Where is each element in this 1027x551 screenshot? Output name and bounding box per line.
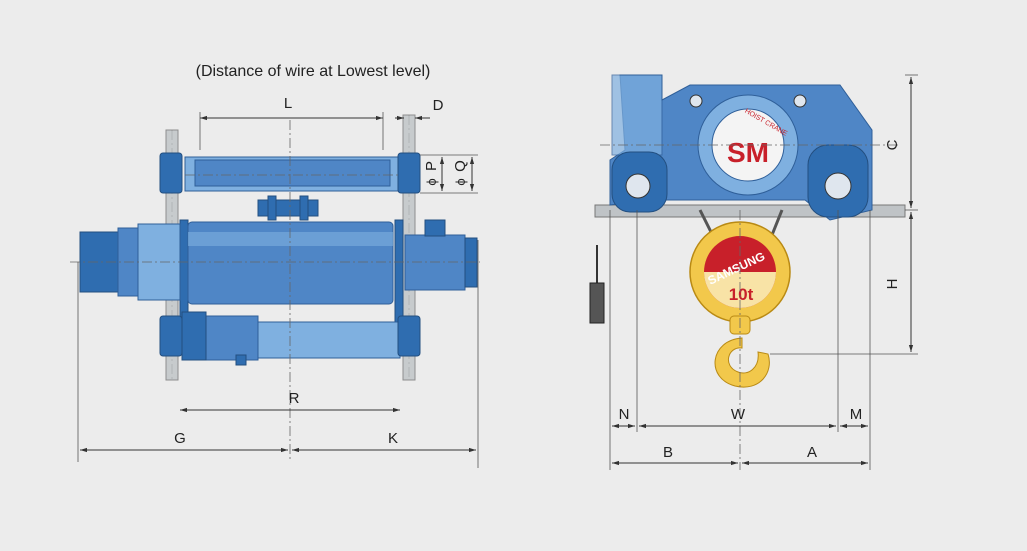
dim-label-K: K: [388, 430, 398, 447]
dim-label-M: M: [850, 406, 863, 423]
hoist-end-view: SM HOIST CRANE SAMSUNG 10t: [589, 74, 906, 470]
dim-label-L: L: [284, 95, 292, 112]
dim-label-C: C: [884, 139, 901, 150]
caption-text: (Distance of wire at Lowest level): [196, 63, 431, 80]
capacity-text: 10t: [729, 285, 754, 304]
dim-label-H: H: [884, 279, 901, 290]
end-view-dimensions: C H N W M B A: [609, 74, 918, 470]
dim-label-B: B: [663, 444, 673, 461]
dim-label-G: G: [174, 430, 186, 447]
dim-label-D: D: [433, 97, 444, 114]
dim-label-W: W: [731, 406, 746, 423]
dim-label-N: N: [619, 406, 630, 423]
dim-label-Q: Q: [452, 160, 469, 172]
dim-label-R: R: [289, 390, 300, 407]
dim-label-P: P: [423, 161, 440, 171]
side-view-dimensions: L D ϕ P ϕ Q R G K: [77, 95, 479, 468]
logo-emblem: SM: [727, 137, 769, 168]
phi-symbol-Q: ϕ: [453, 178, 468, 185]
phi-symbol-P: ϕ: [424, 178, 439, 185]
hoist-side-view: [70, 114, 480, 460]
dim-label-A: A: [807, 444, 817, 461]
